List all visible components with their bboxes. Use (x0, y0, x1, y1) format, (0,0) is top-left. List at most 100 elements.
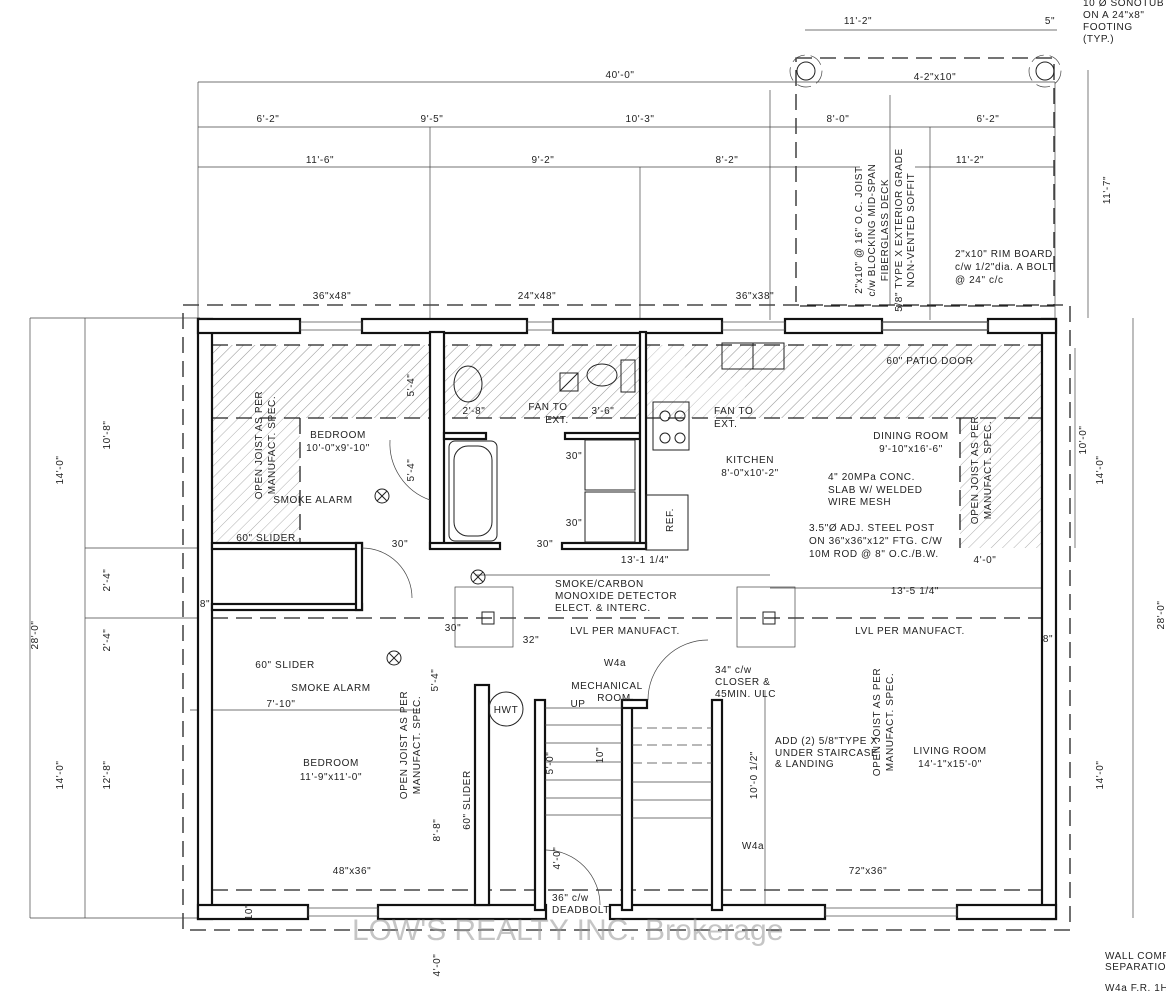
label-door-ent-1: 36" c/w (552, 893, 589, 904)
toilet-icon (586, 363, 618, 387)
label-co-1: SMOKE/CARBON (555, 579, 644, 590)
label-oj-r1: OPEN JOIST AS PER (970, 416, 981, 524)
label-win-bot-1: 48"x36" (333, 866, 372, 877)
label-slab-1: 4" 20MPa CONC. (828, 472, 915, 483)
label-dim-131: 13'-1 1/4" (621, 555, 669, 566)
label-dim-l-108: 10'-8" (102, 420, 113, 449)
label-smoke-1: SMOKE ALARM (273, 495, 352, 506)
label-dim-bath-1: 5'-4" (406, 374, 417, 397)
label-fan-2b: EXT. (714, 419, 738, 430)
exterior-walls (196, 317, 1058, 921)
sonotub-icon (789, 54, 1062, 88)
label-fan-1b: EXT. (545, 415, 569, 426)
label-slider-1: 60" SLIDER (236, 533, 296, 544)
windows (299, 321, 989, 917)
label-dim-28-r: 28'-0" (1156, 600, 1166, 629)
label-joist-3: FIBERGLASS DECK (880, 179, 891, 281)
label-dim-bath-w: 2'-8" (463, 406, 486, 417)
watermark: LOW'S REALTY INC. Brokerage (352, 914, 783, 947)
label-sonotub-1: 10 Ø SONOTUB (1083, 0, 1164, 9)
label-kitchen-name: KITCHEN (726, 455, 774, 466)
label-fan-2a: FAN TO (714, 406, 753, 417)
label-win-top-3: 36"x38" (736, 291, 775, 302)
label-dim-128: 12'-8" (102, 760, 113, 789)
label-kitchen-size: 8'-0"x10'-2" (721, 468, 779, 479)
dimension-lines (29, 29, 1134, 919)
bathtub-icon (448, 440, 498, 542)
label-oj-c1: OPEN JOIST AS PER (399, 691, 410, 799)
label-rim-2: c/w 1/2"dia. A BOLT (955, 262, 1054, 273)
label-joist-1: 2"x10" @ 16" O.C. JOIST (854, 166, 865, 293)
stove-icon (652, 401, 690, 451)
label-bed1-name: BEDROOM (310, 430, 366, 441)
label-dim-a1: 6'-2" (257, 114, 280, 125)
label-door-30-e: 30" (445, 623, 461, 634)
label-dim-8-l: 8" (200, 599, 210, 610)
label-rim-1: 2"x10" RIM BOARD (955, 249, 1053, 260)
label-slider-2: 60" SLIDER (255, 660, 315, 671)
label-dim-24b: 2'-4" (102, 629, 113, 652)
label-dim-50: 5'-0" (545, 752, 556, 775)
label-dim-40-r: 4'-0" (974, 555, 997, 566)
label-mech-2: ROOM (597, 693, 631, 704)
label-dim-40-s: 4'-0" (552, 847, 563, 870)
label-dim-8-r: 8" (1043, 634, 1053, 645)
label-co-2: MONOXIDE DETECTOR (555, 591, 677, 602)
label-door-30-c: 30" (537, 539, 553, 550)
label-dim-r-14a: 14'-0" (1095, 455, 1106, 484)
label-dim-l-14a: 14'-0" (55, 455, 66, 484)
steel-post-icon (481, 611, 495, 625)
label-legend-1: WALL COMP (1105, 951, 1166, 962)
label-slider-3: 60" SLIDER (462, 770, 473, 830)
label-door-32: 32" (523, 635, 539, 646)
label-dim-135: 13'-5 1/4" (891, 586, 939, 597)
label-dim-10-b: 10" (244, 904, 255, 920)
label-dim-wc: 3'-6" (592, 406, 615, 417)
label-dim-deck-depth: 11'-7" (1102, 176, 1113, 204)
label-fan-1a: FAN TO (528, 402, 567, 413)
label-door-30-d: 30" (392, 539, 408, 550)
label-joist-2: c/w BLOCKING MID-SPAN (867, 164, 878, 297)
label-slab-3: WIRE MESH (828, 497, 891, 508)
label-dim-88: 8'-8" (432, 819, 443, 842)
label-win-bot-2: 72"x36" (849, 866, 888, 877)
label-dim-1005: 10'-0 1/2" (749, 751, 760, 799)
label-dim-b3: 8'-2" (716, 155, 739, 166)
label-dim-24a: 2'-4" (102, 569, 113, 592)
label-dim-a3: 10'-3" (625, 114, 654, 125)
label-post-2: ON 36"x36"x12" FTG. C/W (809, 536, 942, 547)
interior-walls (210, 330, 724, 912)
label-legend-3: W4a F.R. 1H (1105, 983, 1166, 993)
label-post-3: 10M ROD @ 8" O.C./B.W. (809, 549, 939, 560)
label-oj-c2: MANUFACT. SPEC. (412, 696, 423, 794)
label-dim-overall: 40'-0" (605, 70, 634, 81)
label-add-3: & LANDING (775, 759, 834, 770)
label-dim-r-10: 10'-0" (1078, 425, 1089, 454)
label-dim-a2: 9'-5" (421, 114, 444, 125)
label-door-ent-2: DEADBOLT (552, 905, 610, 916)
label-oj-l1: OPEN JOIST AS PER (254, 391, 265, 499)
label-dining-name: DINING ROOM (873, 431, 949, 442)
refrigerator-icon (645, 494, 689, 551)
label-closer-3: 45MIN. ULC (715, 689, 776, 700)
smoke-alarm-icon (374, 488, 390, 504)
door-swing (361, 547, 413, 599)
label-oj-lr2: MANUFACT. SPEC. (885, 673, 896, 771)
co-detector-icon (470, 569, 486, 585)
door-swing (389, 439, 431, 501)
label-bed2-size: 11'-9"x11'-0" (300, 772, 362, 783)
label-slab-2: SLAB W/ WELDED (828, 485, 923, 496)
label-oj-l2: MANUFACT. SPEC. (267, 396, 278, 494)
dryer-icon (584, 439, 636, 491)
label-joist-5: NON-VENTED SOFFIT (906, 173, 917, 288)
staircase (545, 707, 712, 819)
label-dim-710: 7'-10" (266, 699, 295, 710)
label-dim-a4: 8'-0" (827, 114, 850, 125)
label-dim-10in: 10" (595, 747, 606, 763)
label-dim-deck-span: 11'-2" (844, 16, 872, 27)
label-up: UP (570, 699, 585, 710)
label-dim-r-14b: 14'-0" (1095, 760, 1106, 789)
sink-icon (453, 365, 483, 403)
